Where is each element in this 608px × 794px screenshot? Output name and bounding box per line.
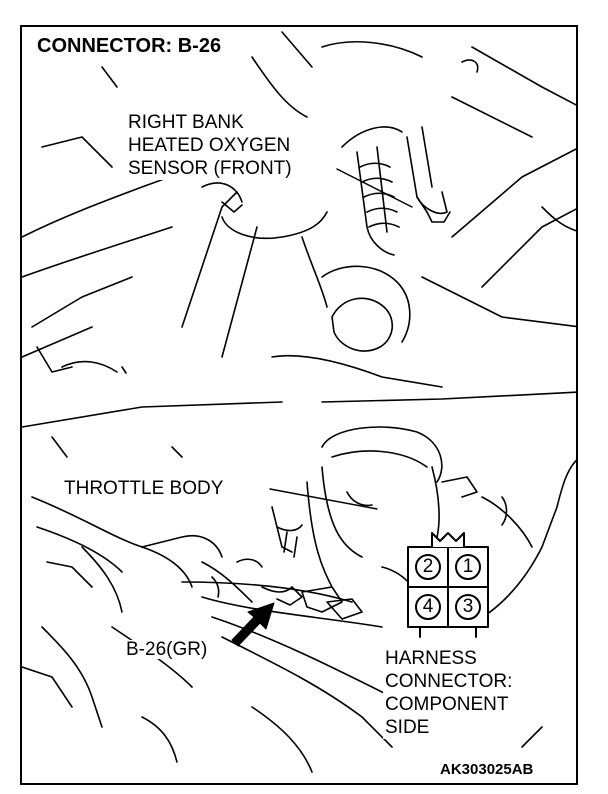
pin-3: 3 xyxy=(462,596,474,617)
harness-connector-symbol xyxy=(407,532,489,638)
sensor-label-line-1: RIGHT BANK xyxy=(128,112,244,133)
pin-4: 4 xyxy=(422,596,434,617)
figure-code: AK303025AB xyxy=(438,761,536,778)
harness-connector-label: HARNESS CONNECTOR: COMPONENT SIDE xyxy=(383,647,515,739)
engine-illustration xyxy=(22,31,576,773)
upper-engine-line-art xyxy=(22,31,576,428)
pin-1: 1 xyxy=(462,556,474,577)
harness-label-line-4: SIDE xyxy=(385,717,430,738)
sensor-label-line-3: SENSOR (FRONT) xyxy=(128,158,292,179)
sensor-leader-line xyxy=(336,168,413,208)
connector-title: CONNECTOR: B-26 xyxy=(34,36,225,56)
throttle-leader-line xyxy=(269,488,378,510)
harness-label-line-3: COMPONENT xyxy=(385,694,509,715)
oxygen-sensor-label: RIGHT BANK HEATED OXYGEN SENSOR (FRONT) xyxy=(125,111,295,180)
diagram-frame: CONNECTOR: B-26 RIGHT BANK HEATED OXYGEN… xyxy=(20,25,578,785)
pin-2: 2 xyxy=(422,556,434,577)
harness-label-line-2: CONNECTOR: xyxy=(385,671,513,692)
connector-arrow xyxy=(231,602,275,647)
harness-label-line-1: HARNESS xyxy=(385,648,477,669)
sensor-label-line-2: HEATED OXYGEN xyxy=(128,135,291,156)
connector-callout: B-26(GR) xyxy=(124,639,210,660)
throttle-body-label: THROTTLE BODY xyxy=(62,478,226,499)
